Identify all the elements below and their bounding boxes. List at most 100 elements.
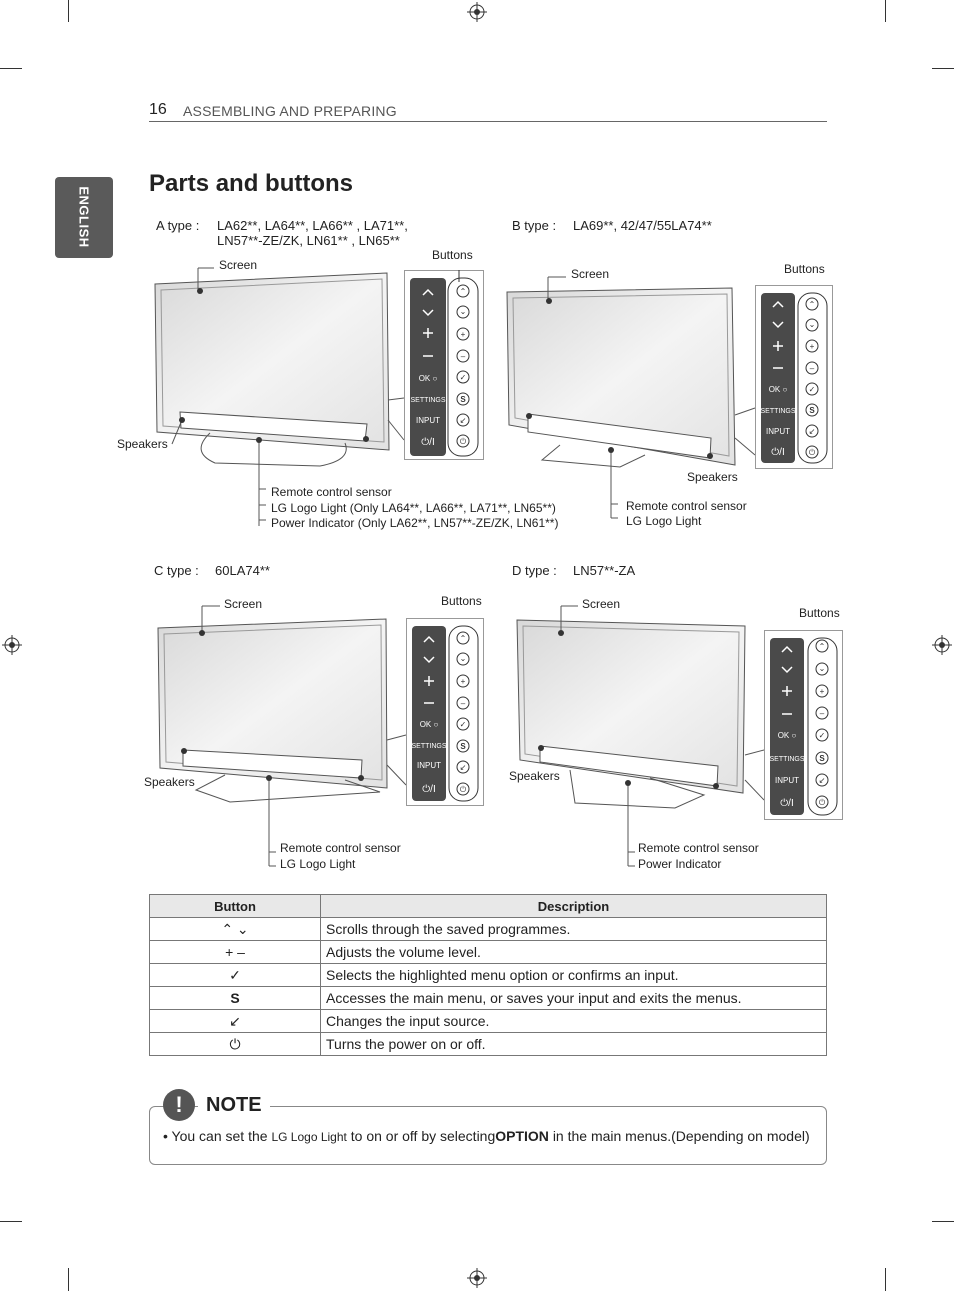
registration-mark-icon xyxy=(467,2,487,22)
svg-text:✓: ✓ xyxy=(819,731,826,740)
svg-text:–: – xyxy=(461,352,466,361)
svg-text:⏻: ⏻ xyxy=(460,437,467,446)
button-description: Selects the highlighted menu option or c… xyxy=(320,963,827,987)
button-description: Accesses the main menu, or saves your in… xyxy=(320,986,827,1010)
svg-text:↙: ↙ xyxy=(819,776,826,785)
svg-text:+: + xyxy=(461,330,466,339)
svg-text:S: S xyxy=(460,395,466,404)
d-screen-label: Screen xyxy=(582,597,621,611)
note-text: • You can set the LG Logo Light to on or… xyxy=(163,1128,810,1144)
a-screen-label: Screen xyxy=(219,258,258,272)
c-type-label: C type : xyxy=(154,563,199,578)
table-row: S Accesses the main menu, or saves your … xyxy=(149,986,827,1010)
svg-text:✓: ✓ xyxy=(460,373,467,382)
button-symbol: S xyxy=(149,986,321,1010)
crop-mark xyxy=(932,1221,954,1222)
d-type-label: D type : xyxy=(512,563,557,578)
table-row: ✓ Selects the highlighted menu option or… xyxy=(149,963,827,987)
page-number: 16 xyxy=(149,101,167,118)
svg-text:S: S xyxy=(809,406,815,415)
button-description: Turns the power on or off. xyxy=(320,1032,827,1056)
a-type-models-2: LN57**-ZE/ZK, LN61** , LN65** xyxy=(217,233,400,248)
b-screen-label: Screen xyxy=(571,267,610,281)
b-logo-label: LG Logo Light xyxy=(626,514,702,528)
svg-text:INPUT: INPUT xyxy=(775,776,799,785)
note-text-after: in the main menus.(Depending on model) xyxy=(552,1128,810,1144)
svg-text:⏻: ⏻ xyxy=(819,798,826,807)
crop-mark xyxy=(0,68,22,69)
note-text-mid: to on or off by selecting xyxy=(350,1128,496,1144)
svg-text:⏻/I: ⏻/I xyxy=(780,798,793,809)
svg-text:OK ○: OK ○ xyxy=(778,731,797,740)
button-symbol: ↙ xyxy=(149,1009,321,1033)
table-row: ⏻ Turns the power on or off. xyxy=(149,1032,827,1056)
svg-text:INPUT: INPUT xyxy=(417,761,441,770)
c-speakers-label: Speakers xyxy=(144,775,195,789)
a-power-label: Power Indicator (Only LA62**, LN57**-ZE/… xyxy=(271,516,559,530)
svg-text:⌄: ⌄ xyxy=(819,664,826,673)
registration-mark-icon xyxy=(467,1268,487,1288)
crop-mark xyxy=(68,0,69,22)
a-buttons-label: Buttons xyxy=(432,248,473,262)
svg-text:S: S xyxy=(460,742,466,751)
svg-text:–: – xyxy=(810,364,815,373)
button-symbol: ⏻ xyxy=(149,1032,321,1056)
table-row: ⌃ ⌄ Scrolls through the saved programmes… xyxy=(149,917,827,941)
svg-text:SETTINGS: SETTINGS xyxy=(760,408,795,415)
a-logo-label: LG Logo Light (Only LA64**, LA66**, LA71… xyxy=(271,501,556,515)
svg-text:⏻: ⏻ xyxy=(460,785,467,794)
table-row: + – Adjusts the volume level. xyxy=(149,940,827,964)
registration-mark-icon xyxy=(2,635,22,655)
b-type-label: B type : xyxy=(512,218,557,233)
svg-text:✓: ✓ xyxy=(809,385,816,394)
note-option-text: OPTION xyxy=(495,1128,549,1144)
note-bullet: • xyxy=(163,1128,168,1144)
note-box xyxy=(149,1106,827,1165)
svg-text:+: + xyxy=(820,687,825,696)
note-logo-text: LG Logo Light xyxy=(271,1130,347,1144)
table-header: Description xyxy=(320,894,827,918)
svg-text:OK ○: OK ○ xyxy=(420,720,439,729)
note-text-before: You can set the xyxy=(171,1128,268,1144)
a-sensor-label: Remote control sensor xyxy=(271,485,392,499)
button-symbol: + – xyxy=(149,940,321,964)
button-description: Changes the input source. xyxy=(320,1009,827,1033)
b-speakers-label: Speakers xyxy=(687,470,738,484)
svg-text:⏻/I: ⏻/I xyxy=(421,437,434,448)
table-header-row: Button Description xyxy=(149,894,827,918)
section-header: ASSEMBLING AND PREPARING xyxy=(183,103,397,119)
svg-text:+: + xyxy=(810,342,815,351)
note-title: NOTE xyxy=(198,1094,270,1117)
svg-text:–: – xyxy=(820,709,825,718)
svg-text:SETTINGS: SETTINGS xyxy=(410,397,445,404)
svg-text:⌄: ⌄ xyxy=(809,320,816,329)
svg-text:⌃: ⌃ xyxy=(460,287,467,296)
language-tab: ENGLISH xyxy=(55,177,113,258)
page-title: Parts and buttons xyxy=(149,170,354,197)
button-description: Scrolls through the saved programmes. xyxy=(320,917,827,941)
svg-text:SETTINGS: SETTINGS xyxy=(411,743,446,750)
svg-text:+: + xyxy=(461,677,466,686)
table-header: Button xyxy=(149,894,321,918)
a-speakers-label: Speakers xyxy=(117,437,168,451)
svg-text:OK ○: OK ○ xyxy=(419,374,438,383)
c-screen-label: Screen xyxy=(224,597,263,611)
button-symbol: ⌃ ⌄ xyxy=(149,917,321,941)
svg-text:–: – xyxy=(461,699,466,708)
svg-text:↙: ↙ xyxy=(809,427,816,436)
a-type-label: A type : xyxy=(156,218,200,233)
svg-text:INPUT: INPUT xyxy=(416,416,440,425)
svg-text:⏻/I: ⏻/I xyxy=(422,784,435,795)
b-sensor-label: Remote control sensor xyxy=(626,499,747,513)
d-speakers-label: Speakers xyxy=(509,769,560,783)
svg-text:OK ○: OK ○ xyxy=(769,385,788,394)
buttons-table: Button Description ⌃ ⌄ Scrolls through t… xyxy=(149,894,827,1056)
svg-text:⏻: ⏻ xyxy=(809,448,816,457)
button-symbol: ✓ xyxy=(149,963,321,987)
crop-mark xyxy=(885,0,886,22)
svg-text:SETTINGS: SETTINGS xyxy=(769,756,804,763)
crop-mark xyxy=(0,1221,22,1222)
c-logo-label: LG Logo Light xyxy=(280,857,356,871)
